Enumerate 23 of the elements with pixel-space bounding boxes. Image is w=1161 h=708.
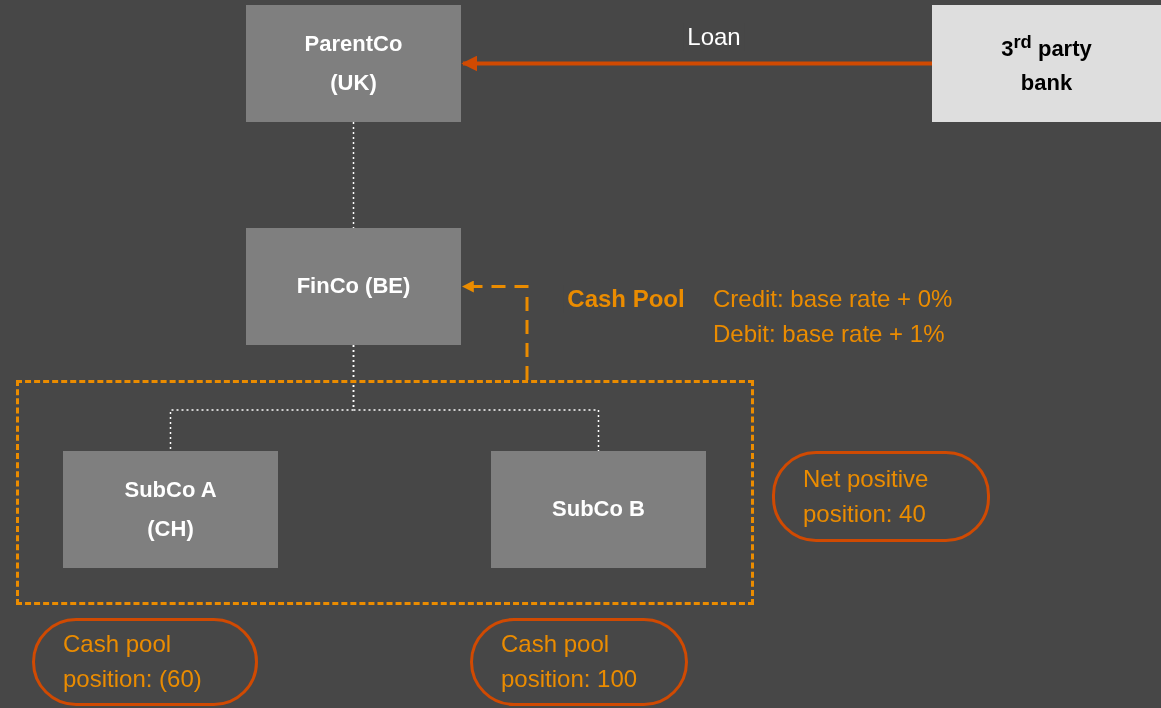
box-label: 3$^{rd}$ party bank [1000, 30, 1093, 97]
position-callout [470, 618, 688, 706]
rate-note: Credit: base rate + 0% [713, 285, 953, 313]
entity-box [491, 451, 706, 568]
callout-text: Cash pool position: (60) [63, 629, 203, 694]
entity-box [246, 228, 461, 345]
position-callout [772, 451, 990, 542]
box-label: ParentCo (UK) [303, 30, 404, 97]
arrow [461, 55, 932, 72]
entity-box [63, 451, 278, 568]
callout-text: Net positive position: 40 [803, 463, 930, 529]
box-label: SubCo A (CH) [123, 476, 218, 543]
cash-pool-boundary [16, 380, 754, 605]
box-label: SubCo B [552, 495, 645, 524]
arrow [461, 280, 529, 380]
rate-note: Debit: base rate + 1% [713, 320, 945, 348]
box-label: FinCo (BE) [296, 272, 411, 301]
connector-line [352, 344, 600, 452]
position-callout [32, 618, 258, 706]
entity-box [246, 5, 461, 122]
connector-line [352, 121, 355, 229]
bank-box [932, 5, 1161, 122]
callout-text: Cash pool position: 100 [501, 629, 639, 694]
